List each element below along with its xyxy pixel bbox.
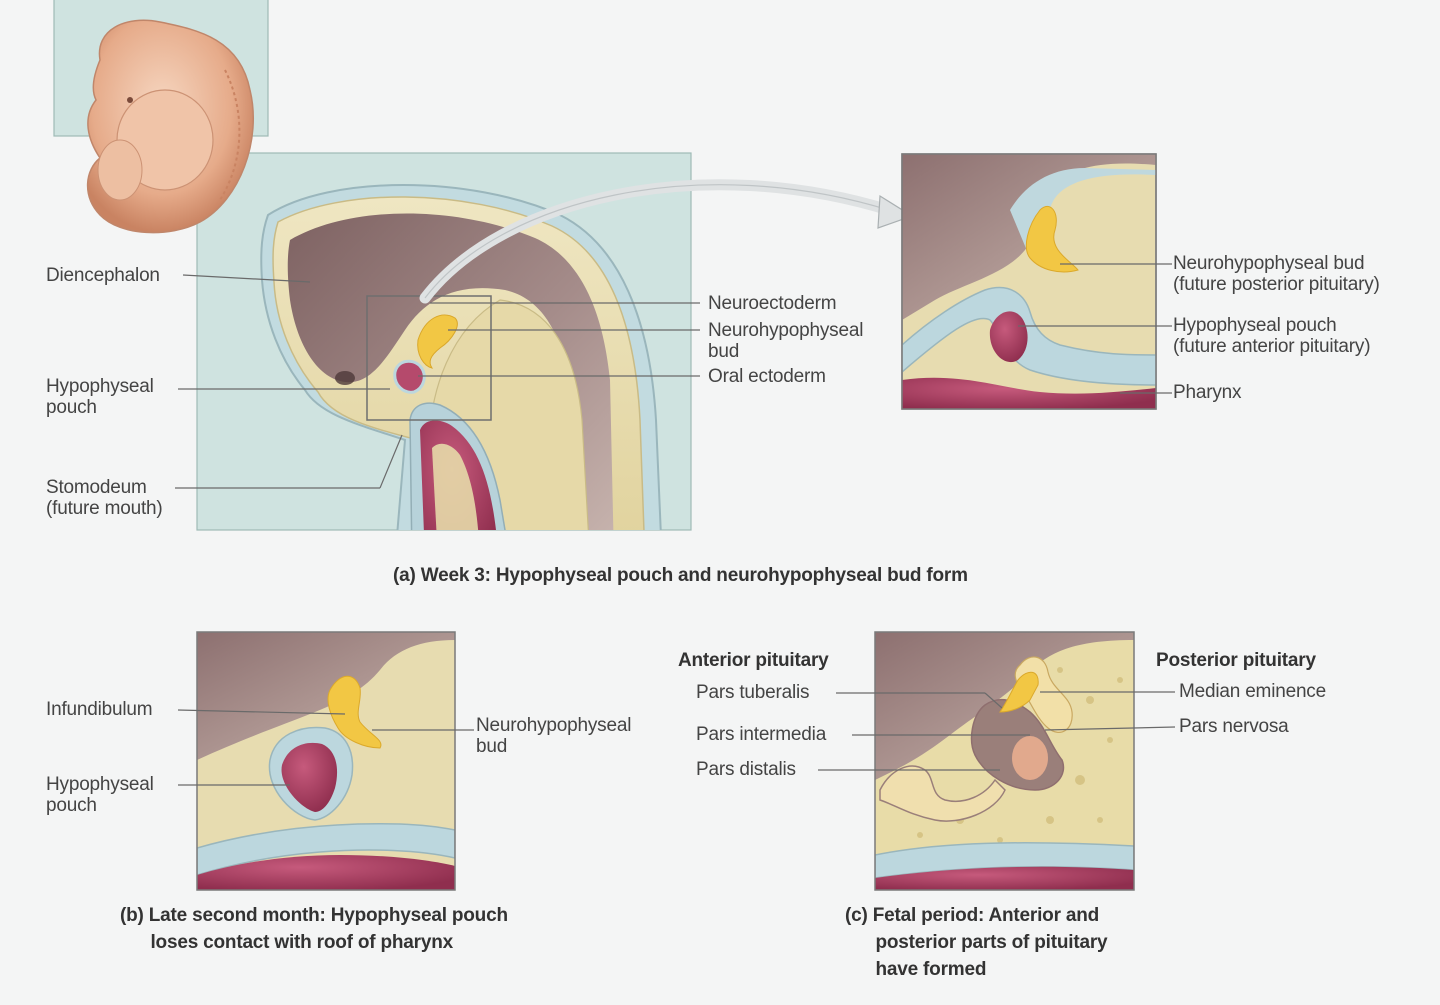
label-pars-intermedia: Pars intermedia	[696, 724, 827, 745]
label-pharynx: Pharynx	[1173, 382, 1242, 403]
panel-a-detail-art	[901, 153, 1172, 410]
label-neuroectoderm: Neuroectoderm	[708, 293, 837, 314]
label-median-eminence: Median eminence	[1179, 681, 1326, 702]
panel-c-art	[818, 631, 1176, 891]
label-neurohypophyseal-bud-a: Neurohypophyseal bud	[708, 320, 864, 362]
heading-anterior-pituitary: Anterior pituitary	[678, 650, 829, 671]
label-hypophyseal-pouch-detail: Hypophyseal pouch (future anterior pitui…	[1173, 315, 1371, 357]
label-diencephalon: Diencephalon	[46, 265, 160, 286]
caption-panel-a: (a) Week 3: Hypophyseal pouch and neuroh…	[393, 565, 968, 586]
label-oral-ectoderm: Oral ectoderm	[708, 366, 826, 387]
label-neurohypophyseal-bud-b: Neurohypophyseal bud	[476, 715, 632, 757]
embryo-illustration	[86, 19, 254, 234]
panel-a-art	[53, 0, 914, 531]
label-hypophyseal-pouch-b: Hypophyseal pouch	[46, 774, 154, 816]
label-stomodeum: Stomodeum (future mouth)	[46, 477, 163, 519]
label-pars-nervosa: Pars nervosa	[1179, 716, 1289, 737]
label-pars-tuberalis: Pars tuberalis	[696, 682, 810, 703]
label-infundibulum: Infundibulum	[46, 699, 153, 720]
caption-panel-c: (c) Fetal period: Anterior and posterior…	[845, 905, 1108, 980]
label-hypophyseal-pouch-a: Hypophyseal pouch	[46, 376, 154, 418]
heading-posterior-pituitary: Posterior pituitary	[1156, 650, 1316, 671]
panel-b-art	[177, 631, 474, 891]
label-pars-distalis: Pars distalis	[696, 759, 796, 780]
label-neurohypophyseal-bud-detail: Neurohypophyseal bud (future posterior p…	[1173, 253, 1380, 295]
caption-panel-b: (b) Late second month: Hypophyseal pouch…	[120, 905, 508, 953]
